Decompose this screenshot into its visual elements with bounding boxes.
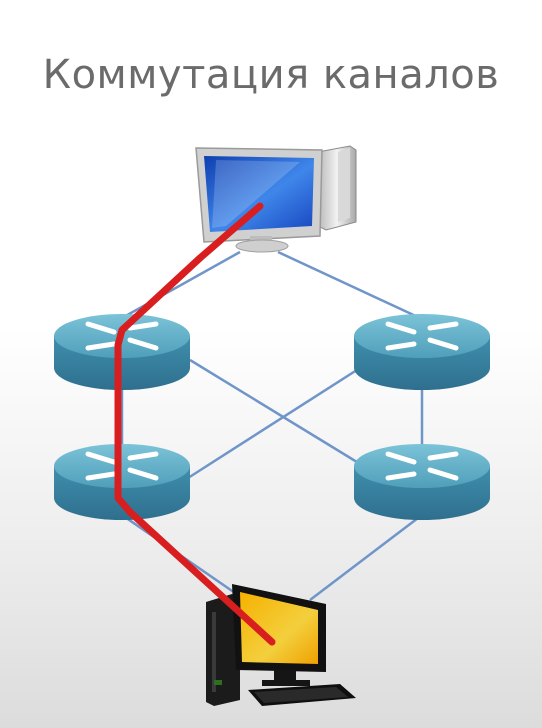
router-top-right xyxy=(354,314,490,390)
router-arrows-icon xyxy=(385,321,459,351)
link-top-computer-to-router-top-left xyxy=(121,250,241,320)
link-router-top-left-to-router-bottom-right xyxy=(189,358,371,472)
link-top-computer-to-router-top-right xyxy=(277,250,421,320)
router-arrows-icon xyxy=(85,321,159,351)
monitor-icon xyxy=(232,584,326,686)
bottom-computer xyxy=(206,584,356,706)
router-arrows-icon xyxy=(85,451,159,481)
link-router-top-right-to-router-bottom-left xyxy=(187,366,361,480)
network-links xyxy=(120,250,424,601)
top-computer xyxy=(195,145,357,253)
router-arrows-icon xyxy=(385,451,459,481)
monitor-icon xyxy=(195,147,323,253)
router-bottom-left xyxy=(54,444,190,520)
circuit-path xyxy=(114,202,276,646)
slide-title: Коммутация каналов xyxy=(42,52,500,98)
tower-icon xyxy=(317,145,357,231)
router-bottom-right xyxy=(354,444,490,520)
tower-icon xyxy=(206,594,240,706)
link-router-bottom-right-to-bottom-computer xyxy=(309,514,423,601)
